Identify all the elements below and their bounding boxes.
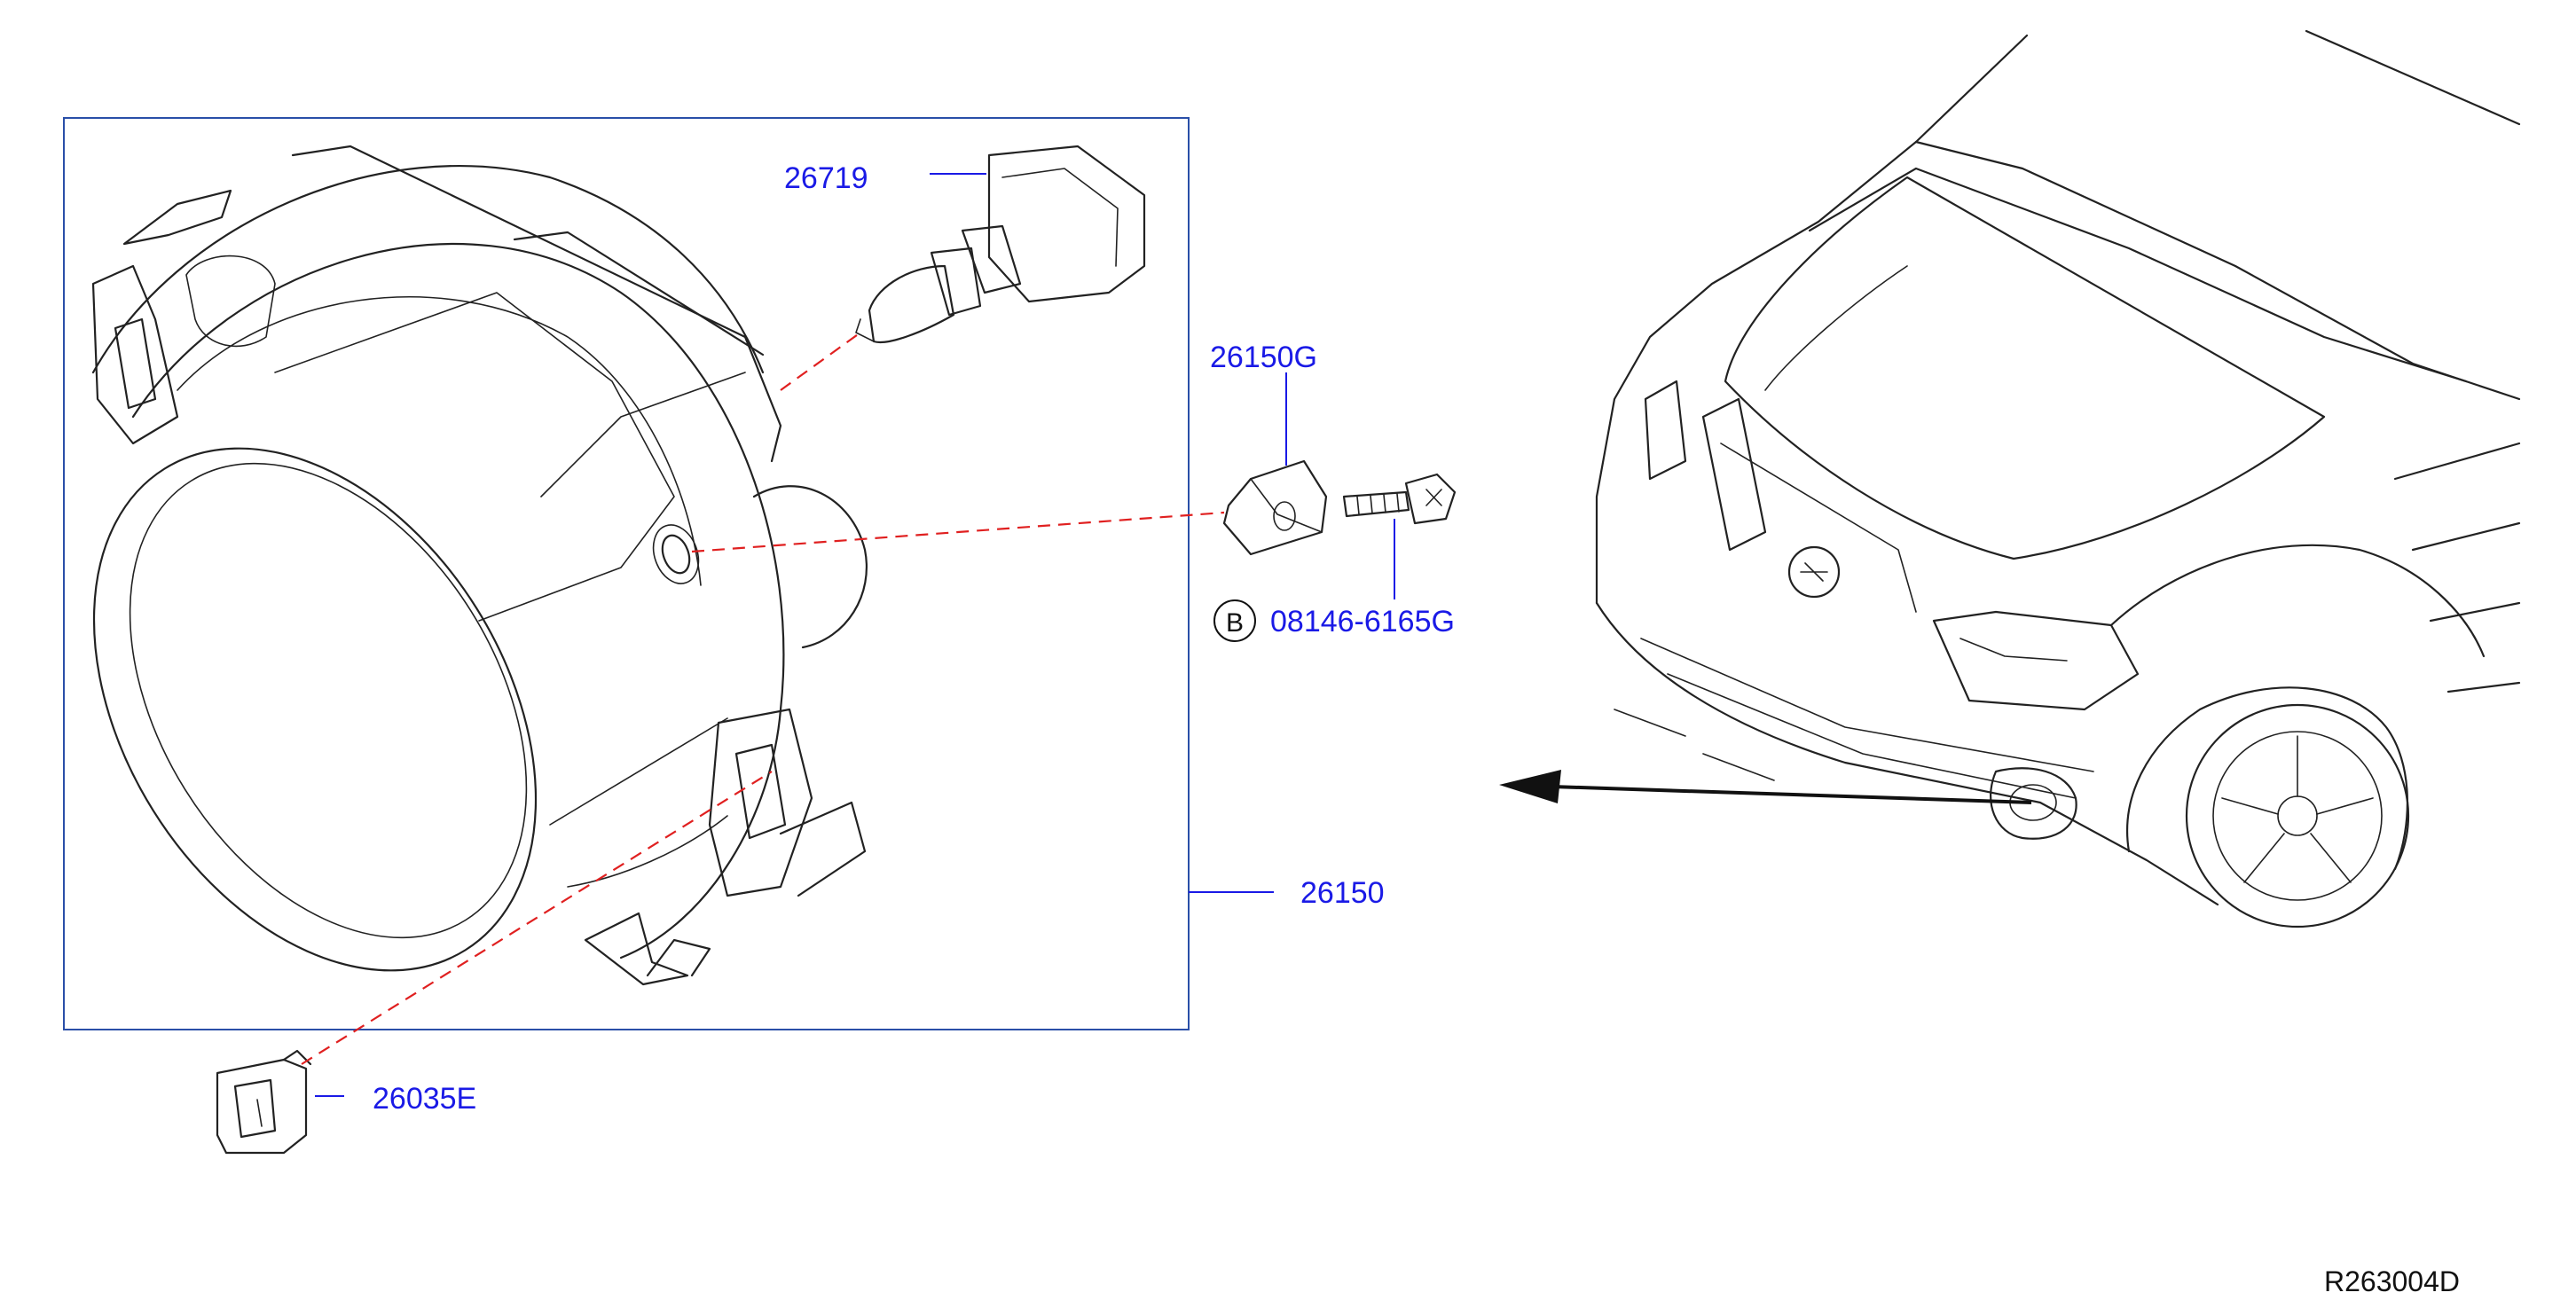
- bolt-drawing[interactable]: [1342, 473, 1457, 525]
- label-26035E[interactable]: 26035E: [373, 1082, 476, 1116]
- diagram-code: R263004D: [2324, 1265, 2460, 1297]
- bulb-drawing[interactable]: [855, 145, 1146, 344]
- label-26719[interactable]: 26719: [784, 161, 868, 195]
- bolt-marker-letter: B: [1226, 608, 1244, 638]
- clip-drawing[interactable]: [216, 1049, 312, 1155]
- location-arrow: [1499, 770, 2032, 804]
- dashed-assembly-lines: [301, 332, 1225, 1065]
- bolt-marker: B: [1213, 599, 1256, 642]
- bracket-drawing[interactable]: [1222, 459, 1328, 556]
- vehicle-drawing: [1595, 29, 2521, 928]
- label-08146-6165G[interactable]: 08146-6165G: [1270, 605, 1455, 638]
- label-26150G[interactable]: 26150G: [1210, 341, 1317, 374]
- leader-lines: [315, 173, 1395, 1097]
- fog-lamp-drawing[interactable]: [3, 145, 868, 1051]
- assembly-frame: [63, 117, 1190, 1030]
- label-26150[interactable]: 26150: [1300, 876, 1385, 910]
